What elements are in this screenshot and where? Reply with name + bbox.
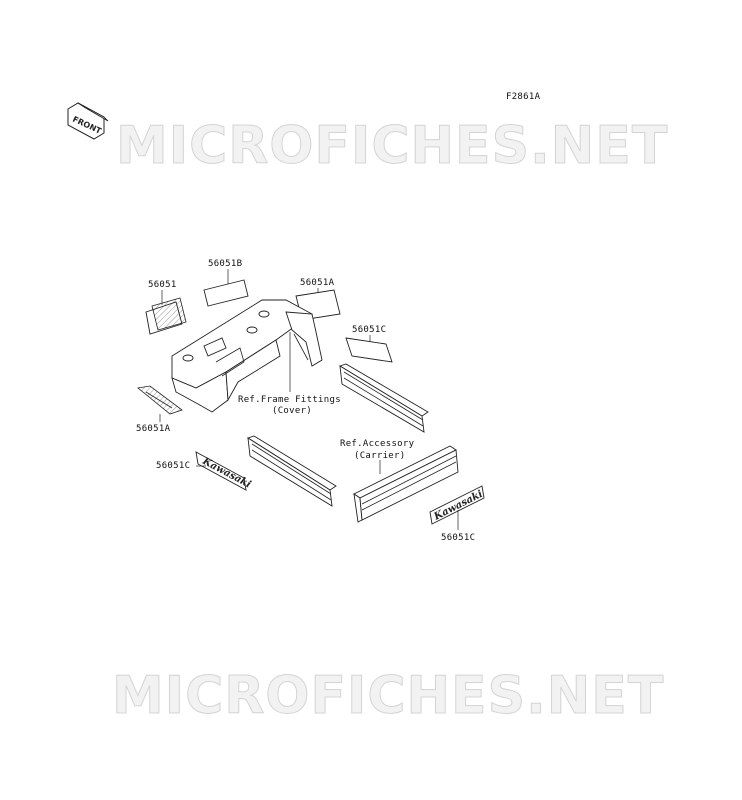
label-56051c-mid: 56051C — [156, 461, 190, 471]
front-arrow-icon: FRONT — [67, 102, 109, 140]
watermark-bottom: MICROFICHES.NET — [112, 666, 664, 726]
ref-frame-fittings-line2: (Cover) — [272, 406, 312, 416]
label-56051a-right: 56051A — [300, 278, 335, 288]
label-56051-left: 56051 — [148, 280, 177, 290]
label-56051c-bottom: 56051C — [441, 533, 475, 543]
watermark-top: MICROFICHES.NET — [116, 116, 668, 176]
decal-56051a-left — [137, 385, 183, 422]
figure-code: F2861A — [506, 92, 541, 102]
ref-accessory-line1: Ref.Accessory — [340, 439, 415, 449]
side-panel-middle — [246, 435, 337, 507]
cover-body — [171, 299, 323, 413]
emblem-56051c-bottom: Kawasaki — [429, 485, 485, 530]
label-56051a-left: 56051A — [136, 424, 171, 434]
ref-frame-fittings-line1: Ref.Frame Fittings — [238, 395, 341, 405]
decal-56051c-right — [345, 335, 393, 363]
emblem-56051c-mid: Kawasaki — [195, 451, 253, 491]
decal-56051b — [203, 269, 249, 307]
emblem-mid-text: Kawasaki — [200, 455, 253, 490]
label-56051c-right: 56051C — [352, 325, 386, 335]
ref-accessory-line2: (Carrier) — [354, 451, 405, 461]
label-56051b: 56051B — [208, 259, 242, 269]
side-panel-right-upper — [338, 363, 429, 433]
decal-56051 — [145, 290, 187, 335]
tailgate-panel — [353, 445, 459, 523]
